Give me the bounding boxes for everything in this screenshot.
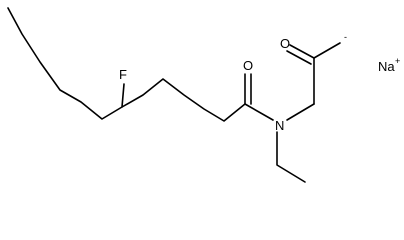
carboxyl-co-double-bond-2 <box>286 50 312 65</box>
alkyl-chain <box>7 7 246 122</box>
n-ch2-bond <box>286 103 315 121</box>
carboxylate-oxygen-label: O <box>280 36 290 51</box>
fluorine-label: F <box>119 67 127 82</box>
c-n-bond <box>244 103 274 121</box>
molecule-diagram: F O N O - Na + <box>7 7 400 183</box>
c-f-bond <box>121 83 125 108</box>
sodium-label: Na <box>378 59 395 74</box>
sodium-charge-label: + <box>395 56 400 66</box>
carboxyl-co-double-bond <box>289 44 315 59</box>
carboxylate-charge-label: - <box>344 32 347 42</box>
carbonyl-oxygen-label: O <box>243 58 253 73</box>
structure-canvas: F O N O - Na + <box>7 7 400 183</box>
n-ethyl-bond <box>276 131 306 183</box>
nitrogen-label: N <box>275 118 284 133</box>
carboxyl-co-single-bond <box>313 42 341 59</box>
